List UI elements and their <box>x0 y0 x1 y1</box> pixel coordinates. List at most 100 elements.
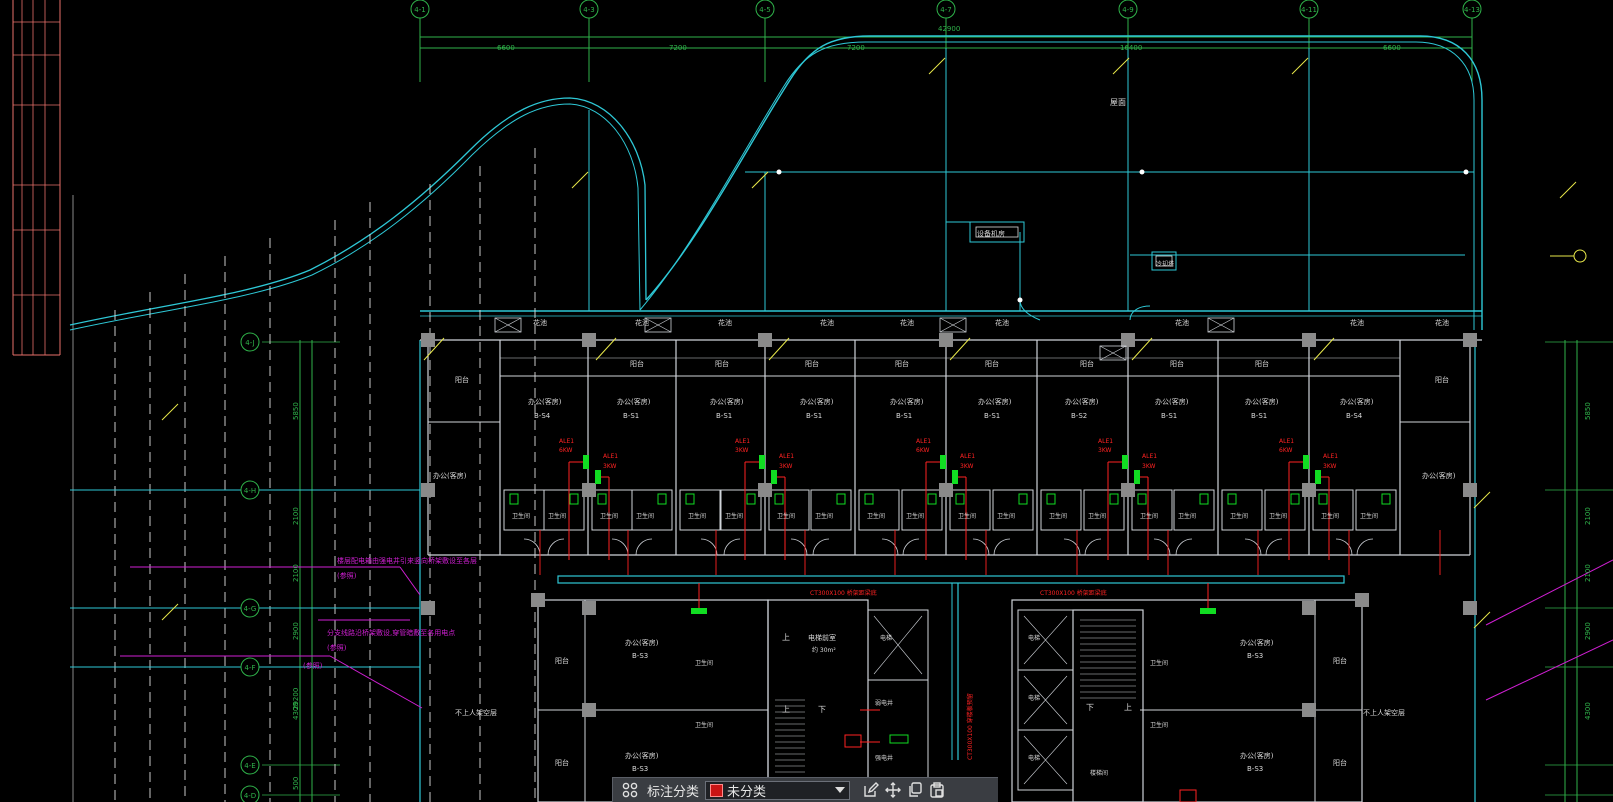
fixture <box>685 493 695 505</box>
roof-node <box>1017 297 1023 303</box>
break-symbol <box>751 171 769 189</box>
annotation-note: 分支线路沿桥架敷设,穿管暗敷至各用电点 <box>327 628 455 637</box>
door-arc <box>1084 538 1102 556</box>
axis-bubble <box>240 598 260 618</box>
panel-power-label: 6KW <box>916 447 930 454</box>
panel-power-label: 3KW <box>779 463 793 470</box>
dimension-text: 7200 <box>669 44 687 52</box>
grid-icon[interactable] <box>619 780 641 800</box>
fixture <box>1109 493 1119 505</box>
leader-line <box>1485 639 1613 701</box>
room-type-label: B-S3 <box>632 652 648 660</box>
wing-left <box>537 599 769 802</box>
flower-bed-label: 花池 <box>1350 318 1364 327</box>
equipment-box <box>1151 251 1177 271</box>
panel-power-label: 3KW <box>1323 463 1337 470</box>
fixture <box>1046 493 1056 505</box>
paste-icon[interactable] <box>926 780 948 800</box>
balcony-label: 阳台 <box>1170 359 1184 368</box>
fixture <box>927 493 937 505</box>
axis-bubble-label: 4-H <box>244 487 256 495</box>
column <box>582 601 596 615</box>
distribution-panel <box>1315 470 1321 484</box>
bathroom-label: 卫生间 <box>1269 512 1287 520</box>
core-label: 弱电井 <box>875 699 893 707</box>
bathroom-label: 卫生间 <box>1150 721 1168 729</box>
panel-label: ALE1 <box>779 453 794 460</box>
room-label: 办公(客房) <box>800 397 834 406</box>
fixture <box>1227 493 1237 505</box>
bathroom-label: 卫生间 <box>600 512 618 520</box>
dimension-text-vertical: 29200 <box>292 688 300 710</box>
panel-label: ALE1 <box>559 438 574 445</box>
balcony-label: 阳台 <box>805 359 819 368</box>
dimension-text: 6600 <box>497 44 515 52</box>
bathroom-label: 卫生间 <box>997 512 1015 520</box>
dimension-text-vertical: 2100 <box>292 564 300 582</box>
column <box>1302 601 1316 615</box>
bathroom-wall <box>1264 489 1306 531</box>
panel-power-label: 3KW <box>603 463 617 470</box>
distribution-panel <box>1122 455 1128 469</box>
cable-tray-note: CT300X100 桥架距梁底 <box>1040 589 1107 597</box>
copy-icon[interactable] <box>904 780 926 800</box>
fixture <box>1018 493 1028 505</box>
axis-bubble <box>240 657 260 677</box>
bathroom-label: 卫生间 <box>512 512 530 520</box>
distribution-panel <box>1303 455 1309 469</box>
dimension-text-vertical: 2100 <box>1584 564 1592 582</box>
category-select[interactable]: 未分类 <box>705 780 851 800</box>
flower-bed-box <box>1207 317 1235 333</box>
balcony-label: 阳台 <box>715 359 729 368</box>
break-symbol <box>1473 611 1491 629</box>
flower-bed-cross <box>939 317 967 333</box>
axis-bubble <box>240 755 260 775</box>
axis-bubble <box>240 332 260 352</box>
flower-bed-label: 花池 <box>635 318 649 327</box>
bathroom-label: 卫生间 <box>1321 512 1339 520</box>
room-type-label: B-S1 <box>1251 412 1267 420</box>
core-label: 电梯 <box>1028 634 1040 642</box>
break-symbol <box>571 171 589 189</box>
roof-outline-inner <box>639 41 1475 330</box>
panel-label: ALE1 <box>1323 453 1338 460</box>
axis-bubble <box>755 0 775 19</box>
room-label: 办公(客房) <box>1340 397 1374 406</box>
column <box>582 333 596 347</box>
room-label: 办公(客房) <box>1065 397 1099 406</box>
annotation-note: (参照) <box>327 643 347 652</box>
annotation-note: 楼层配电箱由强电井引来竖向桥架敷设至各层 <box>337 556 477 565</box>
fixture <box>597 493 607 505</box>
axis-bubble <box>1573 249 1587 263</box>
move-icon[interactable] <box>882 780 904 800</box>
dimension-text-vertical: 500 <box>292 777 300 790</box>
break-symbol <box>1559 181 1577 199</box>
bathroom-wall <box>992 489 1034 531</box>
cable-tray-note: CT300X100 桥架距梁底 <box>810 589 877 597</box>
wing-right <box>1011 599 1363 802</box>
column <box>421 483 435 497</box>
edit-icon[interactable] <box>860 780 882 800</box>
flower-bed-box <box>1099 345 1127 361</box>
door-arc <box>723 538 741 556</box>
bathroom-label: 卫生间 <box>906 512 924 520</box>
bathroom-label: 卫生间 <box>815 512 833 520</box>
room-label: 办公(客房) <box>710 397 744 406</box>
room-type-label: B-S1 <box>716 412 732 420</box>
room-type-label: B-S1 <box>1161 412 1177 420</box>
room-label: 办公(客房) <box>1155 397 1189 406</box>
fixture <box>1290 493 1300 505</box>
break-symbol <box>1473 491 1491 509</box>
panel-label: ALE1 <box>1142 453 1157 460</box>
core-label: 强电井 <box>875 754 893 762</box>
bathroom-wall <box>1040 489 1082 531</box>
column <box>1121 483 1135 497</box>
axis-bubble <box>936 0 956 19</box>
bathroom-wall <box>1312 489 1354 531</box>
fixture <box>1199 493 1209 505</box>
area-label: 约 30m² <box>812 646 836 654</box>
panel-label: ALE1 <box>916 438 931 445</box>
bathroom-label: 卫生间 <box>867 512 885 520</box>
